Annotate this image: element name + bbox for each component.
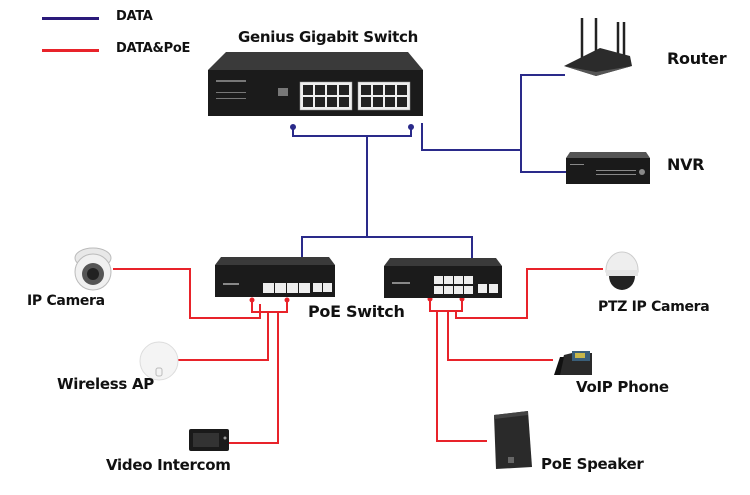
poe-link-wireless-ap [178,312,269,361]
data-link-core-bracket [292,127,412,137]
ptz-camera-label: PTZ IP Camera [598,299,710,315]
dome-camera-icon [74,247,112,291]
data-link-poe-branch [301,236,473,262]
speaker-icon [494,411,532,469]
data-link-router [520,74,565,150]
nvr-label: NVR [667,155,705,174]
poe-link-ptz-camera [455,268,603,319]
poe-link-poe-speaker [436,311,487,442]
poe-speaker-label: PoE Speaker [541,455,644,473]
legend-data-line [42,17,99,20]
router-icon [564,18,632,76]
nvr-icon [566,152,650,184]
video-intercom-label: Video Intercom [106,456,231,474]
legend-poe-label: DATA&PoE [116,41,191,56]
poe-switch-icon-left [215,257,335,297]
voip-phone-label: VoIP Phone [576,378,669,396]
access-point-icon [139,341,179,381]
core-switch-label: Genius Gigabit Switch [238,28,418,46]
poe-switch-icon-right [384,258,502,298]
router-label: Router [667,49,727,68]
voip-phone-icon [554,351,592,375]
data-link-nvr [520,150,566,173]
legend-poe-line [42,49,99,52]
ip-camera-label: IP Camera [27,293,105,309]
poe-link-video-intercom [229,312,279,444]
wireless-ap-label: Wireless AP [57,375,154,393]
port-dot-right [408,124,414,130]
poe-link-ip-camera [113,268,261,319]
poe-link-bracket-right [429,300,463,312]
ptz-camera-icon [605,251,639,290]
gigabit-switch-icon [208,52,423,116]
intercom-icon [189,429,229,451]
port-dot-left [290,124,296,130]
poe-switch-label: PoE Switch [308,302,405,321]
legend-data-label: DATA [116,9,153,24]
poe-link-bracket-left [251,301,288,313]
poe-link-voip-phone [447,311,553,361]
data-link-core-uplink [421,123,521,151]
